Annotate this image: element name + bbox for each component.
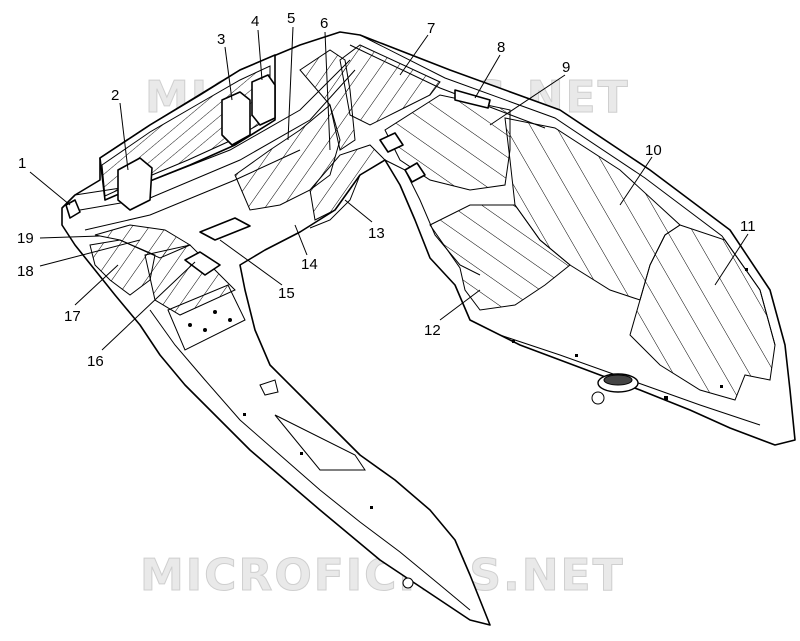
callout-12: 12 — [424, 322, 441, 339]
bracket-2 — [117, 157, 153, 211]
callout-2: 2 — [111, 87, 119, 104]
callout-4: 4 — [251, 13, 259, 30]
callout-7: 7 — [427, 20, 435, 37]
bracket-15 — [184, 251, 221, 276]
pad-7 — [339, 44, 441, 126]
callout-15: 15 — [278, 285, 295, 302]
plate-16 — [167, 284, 246, 351]
callout-13: 13 — [368, 225, 385, 242]
bracket-4 — [251, 74, 276, 126]
callout-10: 10 — [645, 142, 662, 159]
pad-11 — [629, 224, 776, 401]
pad-13 — [309, 144, 386, 221]
callout-16: 16 — [87, 353, 104, 370]
callout-18: 18 — [17, 263, 34, 280]
callout-8: 8 — [497, 39, 505, 56]
callout-11: 11 — [740, 218, 756, 235]
brackets — [65, 74, 748, 589]
bracket-3 — [221, 91, 251, 146]
callout-5: 5 — [287, 10, 295, 27]
callout-14: 14 — [301, 256, 318, 273]
bracket-8 — [454, 89, 491, 109]
pad-5 — [234, 104, 341, 211]
callout-6: 6 — [320, 15, 328, 32]
bracket-13a — [379, 132, 404, 153]
pad-12 — [429, 204, 571, 311]
callout-19: 19 — [17, 230, 34, 247]
bracket-14 — [199, 217, 251, 241]
callout-17: 17 — [64, 308, 81, 325]
callout-3: 3 — [217, 31, 225, 48]
callout-1: 1 — [18, 155, 26, 172]
bracket-13b — [404, 162, 426, 183]
callout-9: 9 — [562, 59, 570, 76]
callout-labels: 1 2 3 4 5 6 7 8 9 10 11 12 13 14 15 16 1… — [17, 10, 756, 370]
leader-lines — [29, 26, 749, 351]
